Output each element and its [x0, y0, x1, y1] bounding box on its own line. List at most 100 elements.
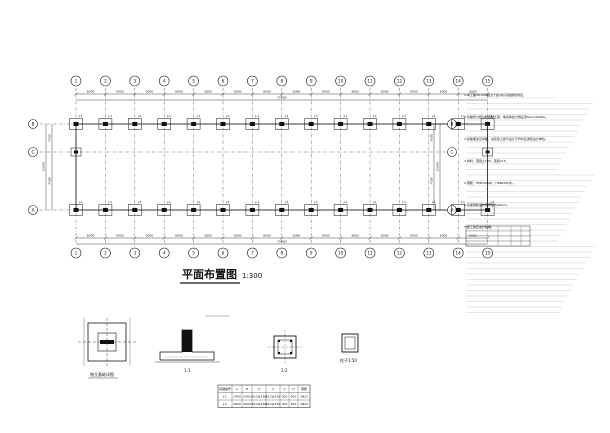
footing — [304, 118, 318, 130]
column-label: 柱子1:50 — [340, 357, 357, 363]
design-notes: 1.本工程±0.000相当于绝对标高根据现场定。2.基础持力层为粉质黏土层，地基… — [464, 92, 595, 313]
footing — [128, 118, 142, 130]
axis-bubble-6 — [217, 75, 229, 87]
axis-bubble-2 — [100, 247, 111, 259]
table-header: 钢筋 — [301, 386, 307, 391]
dim-tick — [280, 236, 284, 240]
axis-bubble-C — [447, 147, 457, 157]
axis-bubble-7 — [247, 247, 258, 259]
footing-column — [73, 208, 79, 212]
side-dimension: 7500 — [430, 134, 434, 142]
dim-tick — [162, 236, 166, 240]
footing-tag: J-1 — [431, 200, 436, 204]
footing-column — [455, 208, 461, 212]
axis-bubble-11 — [364, 247, 376, 259]
dim-tick — [338, 92, 343, 96]
axis-label: 15 — [485, 251, 491, 256]
bay-dimension: 6000 — [440, 90, 448, 94]
note-line: 7.施工前应进行验槽。 — [464, 224, 494, 229]
axis-label: 3 — [133, 79, 136, 84]
dim-tick — [74, 236, 78, 240]
axis-bubble-6 — [217, 247, 229, 259]
footing-tag: J-1 — [225, 114, 230, 118]
axis-bubble-8 — [276, 75, 288, 87]
footing-column — [102, 208, 108, 212]
footing-tag: J-1 — [196, 200, 201, 204]
table-border — [217, 384, 311, 408]
bay-dimension: 6000 — [351, 234, 359, 238]
dim-tick — [427, 236, 431, 240]
footing-column — [279, 122, 285, 126]
note-line: 2.基础持力层为粉质黏土层，地基承载力特征值fak=150kPa。 — [464, 114, 548, 119]
dim-tick — [162, 92, 166, 96]
foundation-detail-label: 独立基础详图 — [90, 371, 114, 377]
footing-tag: J-1 — [372, 200, 377, 204]
footing — [392, 204, 407, 216]
bay-dimension: 6000 — [204, 90, 212, 94]
bay-dimension: 6000 — [234, 90, 242, 94]
footing-tag: J-1 — [401, 114, 406, 118]
footing — [480, 118, 495, 130]
dim-tick — [103, 92, 108, 96]
column-detail: 柱子1:50 — [340, 333, 359, 363]
footing-tag: J-1 — [254, 114, 259, 118]
note-line: 6.基础钢筋保护层厚度为40mm。 — [464, 202, 510, 207]
footing-tag: J-1 — [78, 114, 83, 118]
table-cell: 2600 — [233, 402, 241, 406]
axis-bubble-12 — [394, 247, 405, 259]
axis-bubble-13 — [423, 247, 435, 259]
footing-column — [426, 208, 432, 212]
dim-tick — [397, 236, 402, 240]
axis-label: 5 — [192, 79, 195, 84]
axis-bubble-3 — [129, 75, 141, 87]
axis-label: 7 — [251, 251, 254, 256]
footing — [157, 118, 171, 130]
table-cell: 2600 — [243, 402, 251, 406]
footing-column — [308, 122, 314, 126]
footing-column — [132, 122, 138, 126]
axis-bubble-14 — [452, 75, 464, 87]
footing-tag: J-1 — [313, 114, 318, 118]
dim-tick — [221, 236, 225, 240]
rebar — [277, 339, 281, 343]
table-cell: J-2 — [222, 402, 227, 406]
axis-bubbles: 1122334455667788991010111112121313141415… — [28, 75, 493, 259]
axis-label: 8 — [280, 79, 283, 84]
table-cell: Φ12@150 — [252, 402, 267, 406]
bay-dimension: 6000 — [410, 234, 418, 238]
footing-column — [338, 208, 344, 212]
dim-tick — [191, 92, 196, 96]
bay-dimension: 6000 — [175, 234, 183, 238]
dim-tick — [133, 92, 137, 96]
axis-label: 10 — [338, 79, 344, 84]
bay-dimension: 6000 — [410, 90, 418, 94]
footing-column — [279, 208, 285, 212]
bay-dimension: 6000 — [234, 234, 242, 238]
table-header: H — [292, 387, 294, 391]
footing-tag: J-1 — [107, 114, 112, 118]
rebar — [289, 339, 293, 343]
footing-tag: J-1 — [343, 114, 348, 118]
table-cell: 2400 — [243, 395, 251, 399]
table-cell: Φ12@150 — [252, 395, 267, 399]
footing-tag: J-1 — [254, 200, 259, 204]
dim-tick — [427, 92, 431, 96]
bay-dimension: 6000 — [146, 90, 154, 94]
footing-column — [249, 208, 255, 212]
side-dimension: 7500 — [48, 177, 52, 185]
section-b-label: 2-2 — [281, 368, 288, 373]
footing — [333, 204, 348, 216]
axis-bubble-5 — [188, 247, 199, 259]
dim-tick — [485, 92, 490, 96]
axis-label: 11 — [367, 251, 373, 256]
total-dimension: 72000 — [277, 96, 287, 100]
axis-label: 1 — [75, 79, 78, 84]
footing-column — [426, 122, 432, 126]
axis-bubble-1 — [70, 247, 82, 259]
footing — [98, 204, 113, 216]
footing-column — [100, 340, 114, 344]
rebar — [277, 351, 281, 355]
footing-tag: J-1 — [490, 114, 495, 118]
footing-tag: J-1 — [196, 114, 201, 118]
